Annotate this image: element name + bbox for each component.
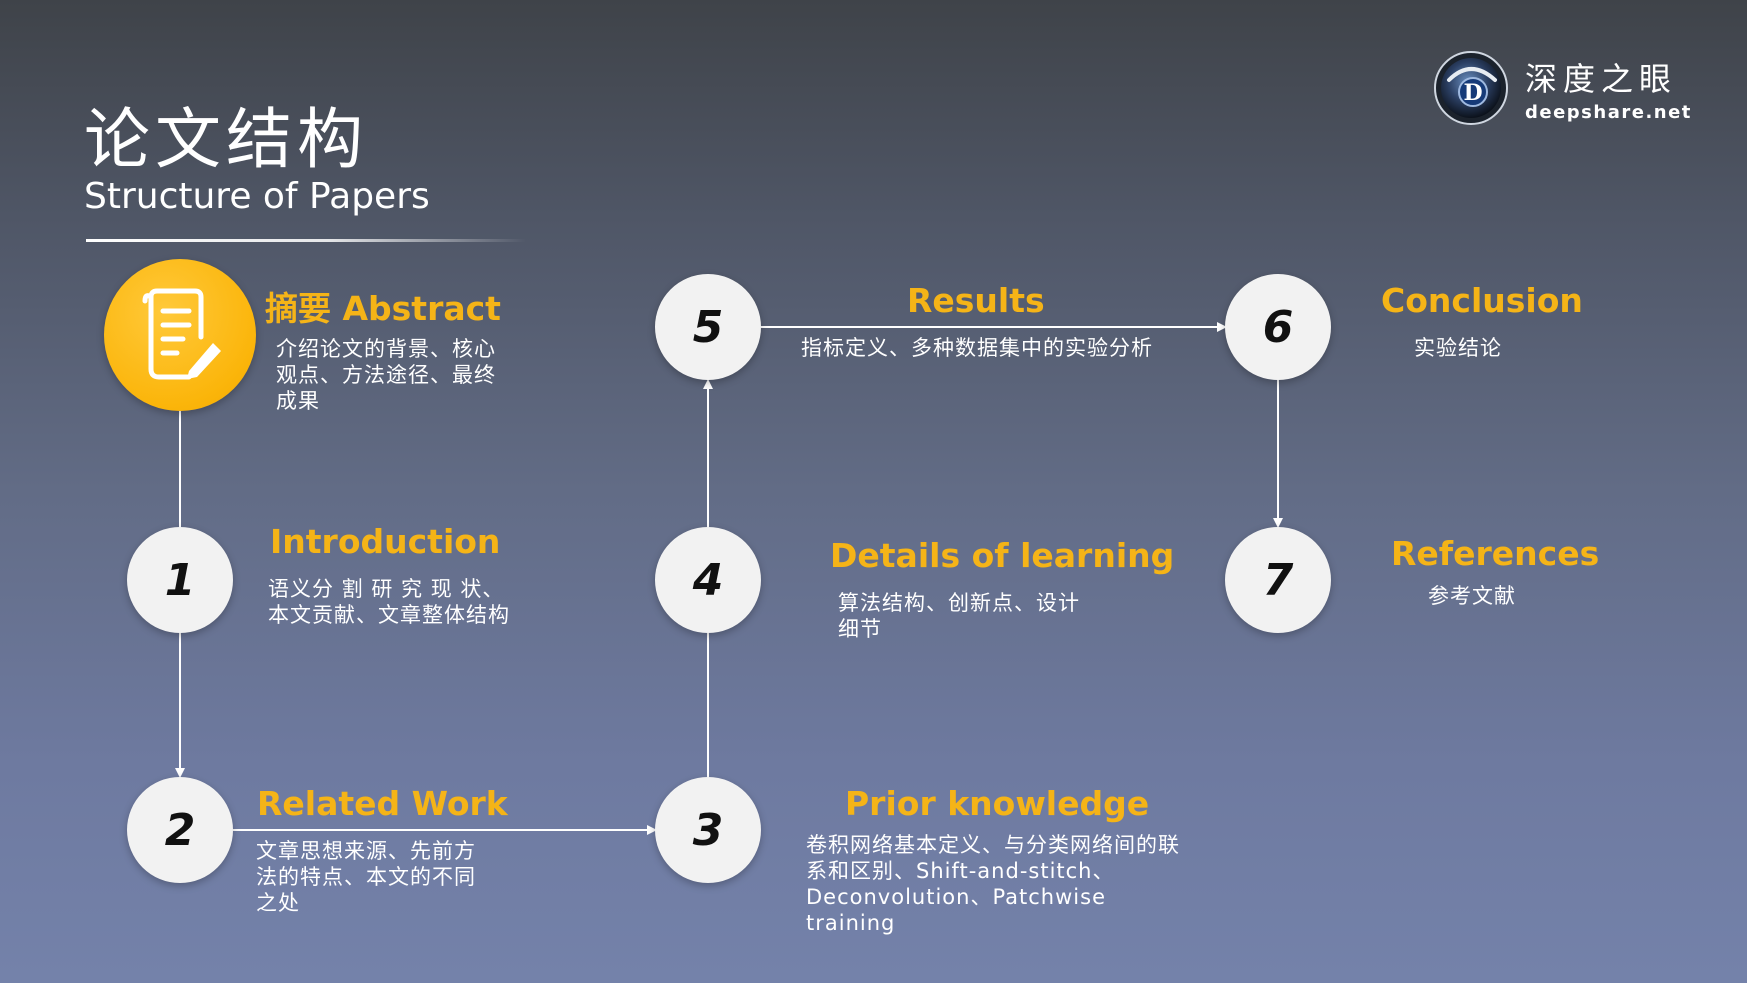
- page-subtitle: Structure of Papers: [84, 176, 430, 217]
- step-number: 6: [1262, 301, 1294, 353]
- step-number: 1: [164, 554, 196, 606]
- step-number: 3: [692, 804, 724, 856]
- desc-line: training: [806, 911, 896, 935]
- logo-name: 深度之眼: [1525, 60, 1678, 98]
- desc-line: 观点、方法途径、最终: [276, 363, 496, 387]
- step-circle-5: 5: [655, 274, 761, 380]
- results-description: 指标定义、多种数据集中的实验分析: [801, 335, 1153, 361]
- prior-knowledge-description: 卷积网络基本定义、与分类网络间的联 系和区别、Shift-and-stitch、…: [806, 832, 1180, 936]
- deepshare-logo: D 深度之眼 deepshare.net: [1433, 50, 1693, 130]
- step-circle-2: 2: [127, 777, 233, 883]
- prior-knowledge-title: Prior knowledge: [845, 784, 1150, 823]
- desc-line: 细节: [838, 617, 882, 641]
- desc-line: 本文贡献、文章整体结构: [268, 603, 510, 627]
- desc-line: 算法结构、创新点、设计: [838, 591, 1080, 615]
- references-description: 参考文献: [1428, 583, 1516, 609]
- eye-logo-icon: D: [1434, 51, 1508, 125]
- details-of-learning-description: 算法结构、创新点、设计 细节: [838, 590, 1080, 642]
- step-circle-4: 4: [655, 527, 761, 633]
- conclusion-title: Conclusion: [1381, 281, 1583, 320]
- desc-line: 指标定义、多种数据集中的实验分析: [801, 336, 1153, 360]
- step-number: 4: [692, 554, 724, 606]
- logo-domain: deepshare.net: [1525, 102, 1692, 123]
- conclusion-description: 实验结论: [1414, 335, 1502, 361]
- introduction-description: 语义分 割 研 究 现 状、 本文贡献、文章整体结构: [268, 576, 510, 628]
- step-circle-3: 3: [655, 777, 761, 883]
- desc-line: 之处: [256, 891, 300, 915]
- desc-line: 实验结论: [1414, 336, 1502, 360]
- references-title: References: [1391, 534, 1600, 573]
- desc-line: 卷积网络基本定义、与分类网络间的联: [806, 833, 1180, 857]
- desc-line: 法的特点、本文的不同: [256, 865, 476, 889]
- page-title: 论文结构: [84, 101, 368, 178]
- details-of-learning-title: Details of learning: [830, 536, 1175, 575]
- desc-line: 系和区别、Shift-and-stitch、: [806, 859, 1115, 883]
- desc-line: 文章思想来源、先前方: [256, 839, 476, 863]
- desc-line: 介绍论文的背景、核心: [276, 337, 496, 361]
- step-circle-7: 7: [1225, 527, 1331, 633]
- document-edit-icon: [142, 288, 221, 380]
- results-title: Results: [907, 281, 1045, 320]
- related-work-title: Related Work: [257, 784, 508, 823]
- title-underline: [86, 239, 526, 242]
- step-number: 7: [1262, 554, 1294, 606]
- abstract-icon-circle: [104, 259, 256, 411]
- desc-line: 成果: [276, 389, 320, 413]
- abstract-title: 摘要 Abstract: [265, 289, 501, 328]
- desc-line: 参考文献: [1428, 584, 1516, 608]
- step-circle-6: 6: [1225, 274, 1331, 380]
- step-number: 2: [164, 804, 196, 856]
- step-number: 5: [692, 301, 724, 353]
- introduction-title: Introduction: [270, 522, 501, 561]
- desc-line: Deconvolution、Patchwise: [806, 885, 1106, 909]
- abstract-description: 介绍论文的背景、核心 观点、方法途径、最终 成果: [276, 336, 496, 414]
- desc-line: 语义分 割 研 究 现 状、: [268, 577, 505, 601]
- step-circle-1: 1: [127, 527, 233, 633]
- related-work-description: 文章思想来源、先前方 法的特点、本文的不同 之处: [256, 838, 476, 916]
- logo-badge-letter: D: [1463, 80, 1482, 106]
